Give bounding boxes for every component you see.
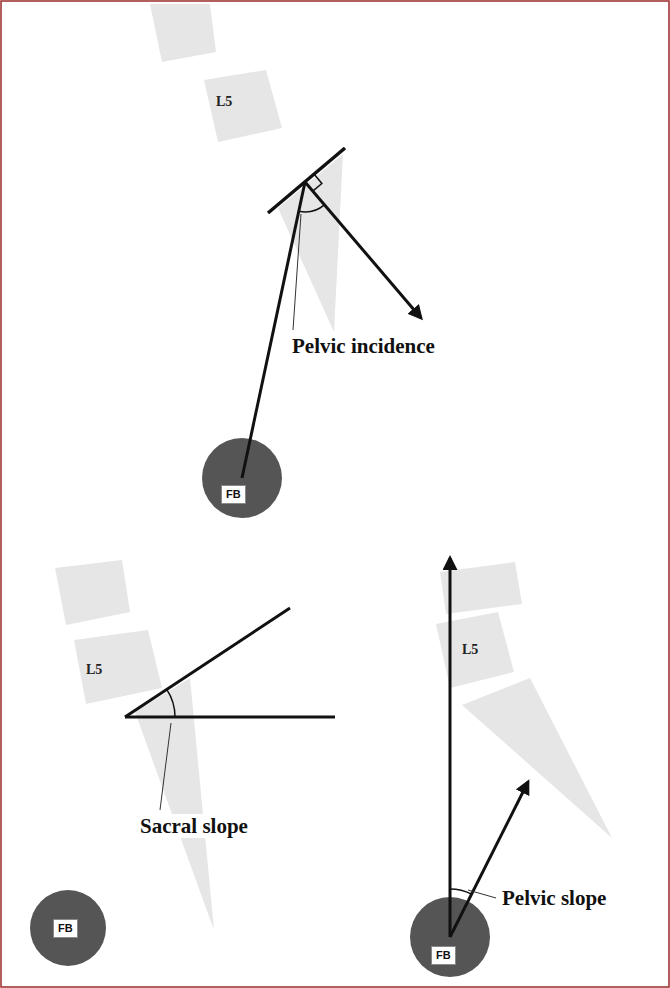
sacrum-arrow (450, 782, 528, 937)
angle-label: Pelvic incidence (290, 334, 437, 358)
vertebra (55, 560, 130, 625)
femoral-head-label: FB (221, 485, 246, 504)
vertebra-shape (204, 70, 282, 142)
circle-outline (202, 438, 282, 518)
horizontal-line (125, 716, 335, 719)
leader-line (468, 890, 496, 898)
vertebra-box: L5 (432, 612, 518, 696)
femoral-head: FB (202, 438, 282, 518)
femoral-head-circle (410, 897, 490, 977)
sacrum (462, 678, 612, 838)
leader-line (160, 723, 171, 810)
right-angle-mark (313, 174, 322, 191)
sacrum (278, 154, 343, 332)
vertebra-shape (74, 630, 162, 704)
vertebra-label: L5 (216, 95, 232, 109)
vertebra-label: L5 (86, 663, 102, 677)
femoral-head-circle (30, 890, 106, 966)
femoral-head-circle (202, 438, 282, 518)
vertebra-label: L5 (462, 643, 478, 657)
vertebra (150, 4, 216, 62)
vertebra (440, 562, 522, 614)
femoral-head: FB (410, 897, 490, 977)
vertical-arrow (449, 558, 452, 937)
angle-arc (167, 689, 175, 717)
sacral-endplate (268, 148, 345, 213)
femoral-head-label: FB (53, 919, 78, 938)
perpendicular-arrow (305, 182, 421, 318)
vertebra-box: L5 (200, 66, 292, 150)
angle-label: Pelvic slope (500, 886, 608, 910)
femoral-head: FB (30, 890, 106, 966)
femoral-line (242, 182, 305, 478)
circle-outline (410, 897, 490, 977)
vertebra-shape (436, 612, 514, 688)
vertebra-box: L5 (70, 630, 166, 710)
vertebra-outline (70, 630, 166, 710)
angle-arc (299, 205, 325, 212)
vertebra-outline (200, 66, 292, 150)
femoral-head-label: FB (431, 946, 456, 965)
angle-label: Sacral slope (138, 814, 250, 838)
leader-line (293, 214, 301, 330)
sacral-endplate (125, 608, 290, 717)
